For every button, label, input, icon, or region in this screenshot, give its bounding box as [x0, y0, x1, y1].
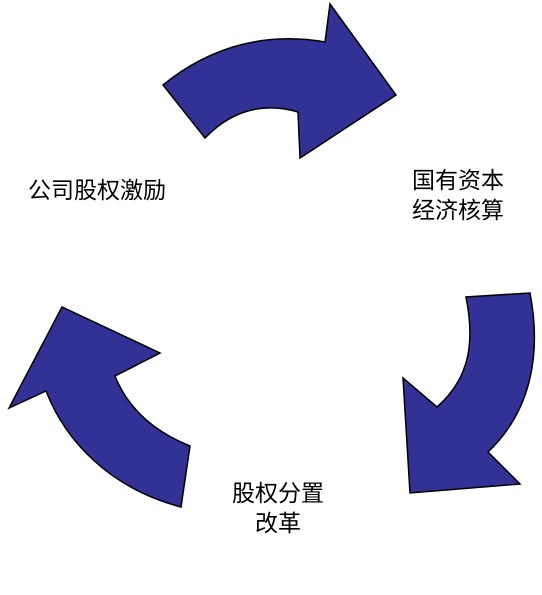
node-label-right-line-2: 经济核算: [412, 198, 504, 224]
node-label-left: 公司股权激励: [28, 176, 166, 206]
node-label-right-line-1: 国有资本: [412, 168, 504, 194]
arrow-right: [402, 292, 536, 494]
arrow-left: [7, 306, 191, 508]
arrow-top: [161, 2, 398, 160]
node-label-bottom: 股权分置 改革: [232, 479, 324, 539]
node-label-bottom-line-1: 股权分置: [232, 481, 324, 507]
node-label-bottom-line-2: 改革: [255, 511, 301, 537]
node-label-left-line-1: 公司股权激励: [28, 178, 166, 204]
node-label-right: 国有资本 经济核算: [412, 166, 504, 226]
